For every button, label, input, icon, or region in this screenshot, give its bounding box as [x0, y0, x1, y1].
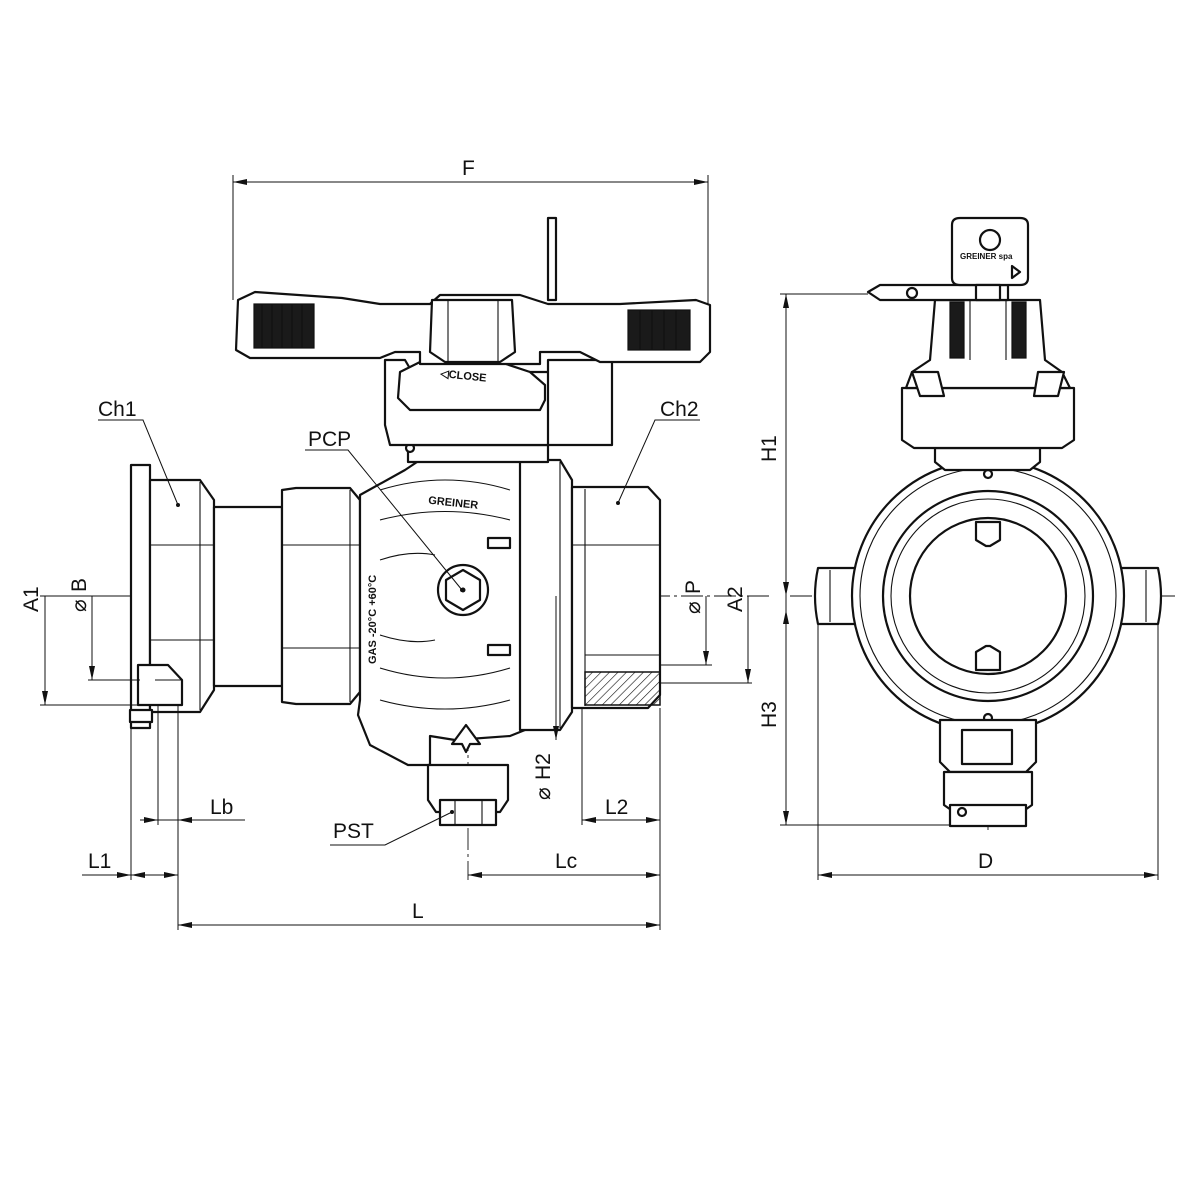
label-d: D — [978, 850, 993, 873]
left-flange — [129, 463, 152, 730]
side-hub-ribs — [949, 300, 1027, 360]
ch1-leader — [98, 419, 179, 506]
locking-tab — [546, 216, 558, 302]
body-collar — [518, 458, 574, 732]
label-l2: L2 — [605, 796, 628, 819]
diameter-symbol-b: ⌀ — [68, 599, 91, 612]
label-lc: Lc — [555, 850, 577, 873]
front-view: ◁CLOSE GREINER GAS -20°C +60°C — [20, 157, 770, 930]
label-ch2: Ch2 — [660, 398, 699, 421]
handle-right-block — [546, 358, 614, 447]
label-h3: H3 — [758, 701, 781, 728]
left-pipe — [212, 505, 284, 688]
brand-text: GREINER — [428, 495, 479, 512]
pcp-leader — [305, 449, 463, 591]
handle-hub — [428, 298, 517, 364]
label-f: F — [462, 157, 475, 180]
side-lever-top — [866, 283, 1010, 302]
ch2-leader — [617, 419, 700, 504]
label-lb: Lb — [210, 796, 233, 819]
label-b: B — [68, 578, 91, 592]
label-pcp: PCP — [308, 428, 351, 451]
side-handle-block — [900, 386, 1076, 450]
seal-detail — [136, 663, 184, 707]
pst-leader — [330, 811, 453, 846]
side-view: GREINER spa D H1 H3 — [758, 216, 1178, 880]
handle-close-text: ◁CLOSE — [439, 368, 487, 385]
left-boss — [813, 566, 862, 626]
left-hex-fitting — [280, 486, 362, 706]
flow-arrow-mark — [450, 723, 482, 754]
label-a2: A2 — [724, 586, 747, 612]
right-boss — [1114, 566, 1163, 626]
label-l: L — [412, 900, 424, 923]
key-hole — [978, 228, 1002, 252]
label-l1: L1 — [88, 850, 111, 873]
thread-section — [584, 671, 661, 706]
stem-neck — [406, 443, 550, 464]
side-bore — [908, 516, 1068, 676]
side-neck — [933, 446, 1042, 472]
left-grip — [253, 303, 315, 349]
key-stem — [974, 283, 1002, 302]
diameter-symbol-p: ⌀ — [682, 601, 705, 614]
key-brand-text: GREINER spa — [960, 252, 1013, 261]
right-grip — [627, 309, 691, 351]
label-pst: PST — [333, 820, 374, 843]
diameter-symbol-h2: ⌀ — [532, 787, 555, 800]
label-ch1: Ch1 — [98, 398, 137, 421]
label-p: P — [682, 580, 705, 594]
label-a1: A1 — [20, 586, 43, 612]
label-h1: H1 — [758, 435, 781, 462]
side-hub — [904, 298, 1072, 390]
label-h2: H2 — [532, 753, 555, 780]
key-head — [950, 216, 1030, 287]
gas-temp-text: GAS -20°C +60°C — [367, 575, 379, 664]
